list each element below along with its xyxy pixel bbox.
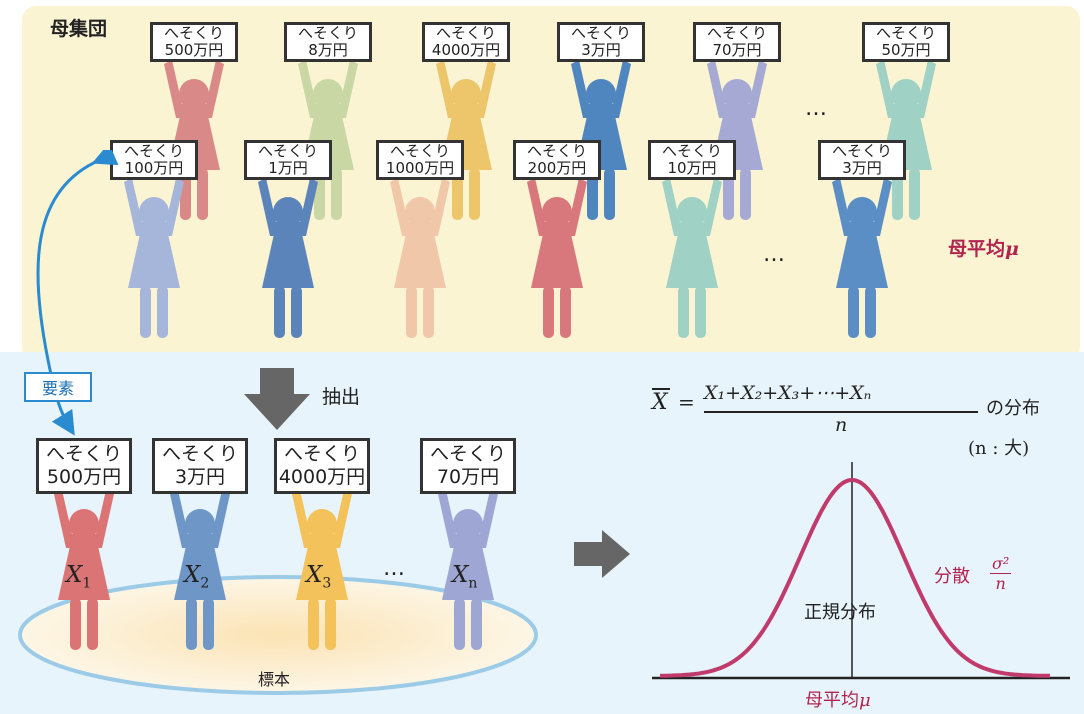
sign-amount: 100万円 <box>125 160 184 177</box>
sign-amount: 8万円 <box>308 42 348 59</box>
equals-sign: = <box>678 390 695 414</box>
sign-line1: へそくり <box>124 143 184 160</box>
sample-variable-1: X1 <box>66 562 91 592</box>
variable-letter: X <box>66 562 82 588</box>
extract-label: 抽出 <box>322 382 360 409</box>
sign-line1: へそくり <box>258 143 318 160</box>
sample-variable-2: X2 <box>184 562 209 592</box>
sign-amount: 500万円 <box>165 42 224 59</box>
variance-fraction: σ² n <box>990 554 1011 593</box>
sign-line1: へそくり <box>298 25 358 42</box>
population-mean-label: 母平均μ <box>948 234 1019 261</box>
population-front-person-1 <box>114 178 194 338</box>
sign-line1: へそくり <box>707 25 767 42</box>
sign-amount: 4000万円 <box>432 42 500 59</box>
sign-line1: へそくり <box>162 443 238 466</box>
result-arrow <box>572 528 632 580</box>
variance-denominator: n <box>990 574 1011 593</box>
formula-numerator: X₁+X₂+X₃+⋯+Xₙ <box>704 382 871 404</box>
variable-subscript: 1 <box>82 576 91 592</box>
sign-line1: へそくり <box>284 443 360 466</box>
distribution-suffix: の分布 <box>986 394 1040 420</box>
variable-letter: X <box>184 562 200 588</box>
sign-line1: へそくり <box>662 143 722 160</box>
population-title: 母集団 <box>50 14 107 41</box>
sign-line1: へそくり <box>430 443 506 466</box>
variable-subscript: n <box>468 576 477 592</box>
sign-line1: へそくり <box>390 143 450 160</box>
sample-variable-4: Xn <box>452 562 477 592</box>
population-front-person-3 <box>380 178 460 338</box>
population-front-person-4 <box>517 178 597 338</box>
element-label: 要素 <box>24 372 92 402</box>
population-ellipsis-top: … <box>805 96 829 121</box>
sign-amount: 1000万円 <box>386 160 454 177</box>
normal-distribution-label: 正規分布 <box>804 598 876 624</box>
formula-denominator: n <box>835 414 847 436</box>
population-mean-text: 母平均 <box>948 238 1005 260</box>
variable-letter: X <box>306 562 322 588</box>
sign-line1: へそくり <box>571 25 631 42</box>
sign-line1: へそくり <box>164 25 224 42</box>
variable-subscript: 3 <box>322 576 331 592</box>
sign-amount: 70万円 <box>712 42 761 59</box>
distribution-mean-symbol: μ <box>859 690 871 711</box>
variance-numerator: σ² <box>990 554 1011 574</box>
sample-mean-formula: X = X₁+X₂+X₃+⋯+Xₙ n の分布 <box>652 382 1082 442</box>
sign-line1: へそくり <box>832 143 892 160</box>
variance-label: 分散 <box>934 562 970 588</box>
sign-amount: 3万円 <box>175 466 225 489</box>
sign-amount: 200万円 <box>528 160 587 177</box>
population-ellipsis-bottom: … <box>763 242 787 267</box>
sign-amount: 3万円 <box>581 42 621 59</box>
population-front-person-6 <box>822 178 902 338</box>
sign-amount: 50万円 <box>881 42 930 59</box>
sample-variable-3: X3 <box>306 562 331 592</box>
sign-line1: へそくり <box>46 443 122 466</box>
sign-line1: へそくり <box>527 143 587 160</box>
normal-curve-plot <box>640 450 1080 700</box>
sign-amount: 70万円 <box>437 466 499 489</box>
population-mean-symbol: μ <box>1005 238 1019 260</box>
extract-arrow <box>244 366 312 434</box>
sign-amount: 10万円 <box>667 160 716 177</box>
variable-subscript: 2 <box>200 576 209 592</box>
sample-ellipsis: … <box>383 556 407 581</box>
distribution-mean-text: 母平均 <box>805 690 859 711</box>
sign-amount: 4000万円 <box>279 466 365 489</box>
sign-amount: 1万円 <box>268 160 308 177</box>
sign-line1: へそくり <box>876 25 936 42</box>
sign-amount: 500万円 <box>47 466 121 489</box>
sign-line1: へそくり <box>436 25 496 42</box>
sample-label: 標本 <box>258 666 290 690</box>
distribution-mean-label: 母平均μ <box>805 686 871 712</box>
population-front-person-5 <box>652 178 732 338</box>
variable-letter: X <box>452 562 468 588</box>
sample-mean-symbol: X <box>652 390 668 415</box>
fraction-bar <box>704 411 978 413</box>
sign-amount: 3万円 <box>842 160 882 177</box>
population-front-person-2 <box>248 178 328 338</box>
